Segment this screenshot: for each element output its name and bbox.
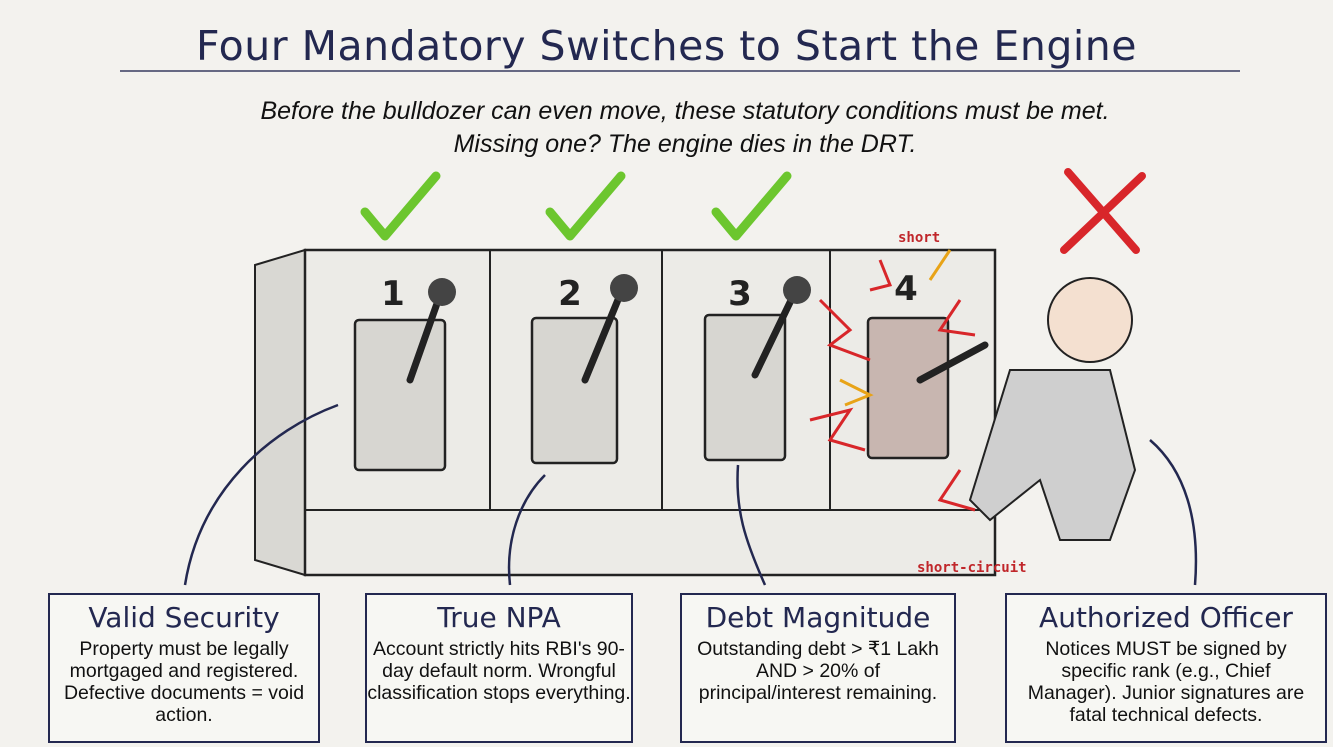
switch-number-4: 4 xyxy=(894,269,918,309)
cross-icon xyxy=(1060,168,1146,254)
subtitle-line-1: Before the bulldozer can even move, thes… xyxy=(260,97,1110,125)
page-title: Four Mandatory Switches to Start the Eng… xyxy=(196,22,1137,70)
check-icon-3 xyxy=(711,171,792,241)
card-valid-security: Valid Security Property must be legally … xyxy=(48,593,320,743)
card-text: Outstanding debt > ₹1 Lakh AND > 20% of … xyxy=(697,638,939,704)
card-debt-magnitude: Debt Magnitude Outstanding debt > ₹1 Lak… xyxy=(680,593,956,743)
title-underline xyxy=(120,70,1240,72)
check-icon-1 xyxy=(360,171,441,241)
card-heading: Authorized Officer xyxy=(1039,601,1293,634)
switch-number-1: 1 xyxy=(381,274,405,314)
switch-number-3: 3 xyxy=(728,274,752,314)
card-text: Notices MUST be signed by specific rank … xyxy=(1027,638,1305,726)
short-label: short xyxy=(898,230,941,246)
card-text: Property must be legally mortgaged and r… xyxy=(63,638,305,726)
card-text: Account strictly hits RBI's 90-day defau… xyxy=(367,638,631,704)
switch-4 xyxy=(866,316,950,460)
card-heading: Valid Security xyxy=(88,601,280,634)
card-heading: Debt Magnitude xyxy=(705,601,931,634)
switch-number-2: 2 xyxy=(558,274,582,314)
short-circuit-label: short-circuit xyxy=(917,560,1027,576)
switch-1 xyxy=(353,318,447,472)
check-icon-2 xyxy=(545,171,626,241)
card-heading: True NPA xyxy=(437,601,561,634)
officer-body xyxy=(968,369,1137,541)
subtitle-line-2: Missing one? The engine dies in the DRT. xyxy=(453,130,917,158)
card-authorized-officer: Authorized Officer Notices MUST be signe… xyxy=(1005,593,1327,743)
card-true-npa: True NPA Account strictly hits RBI's 90-… xyxy=(365,593,633,743)
officer-head xyxy=(1047,277,1133,363)
machine-side xyxy=(254,248,306,577)
